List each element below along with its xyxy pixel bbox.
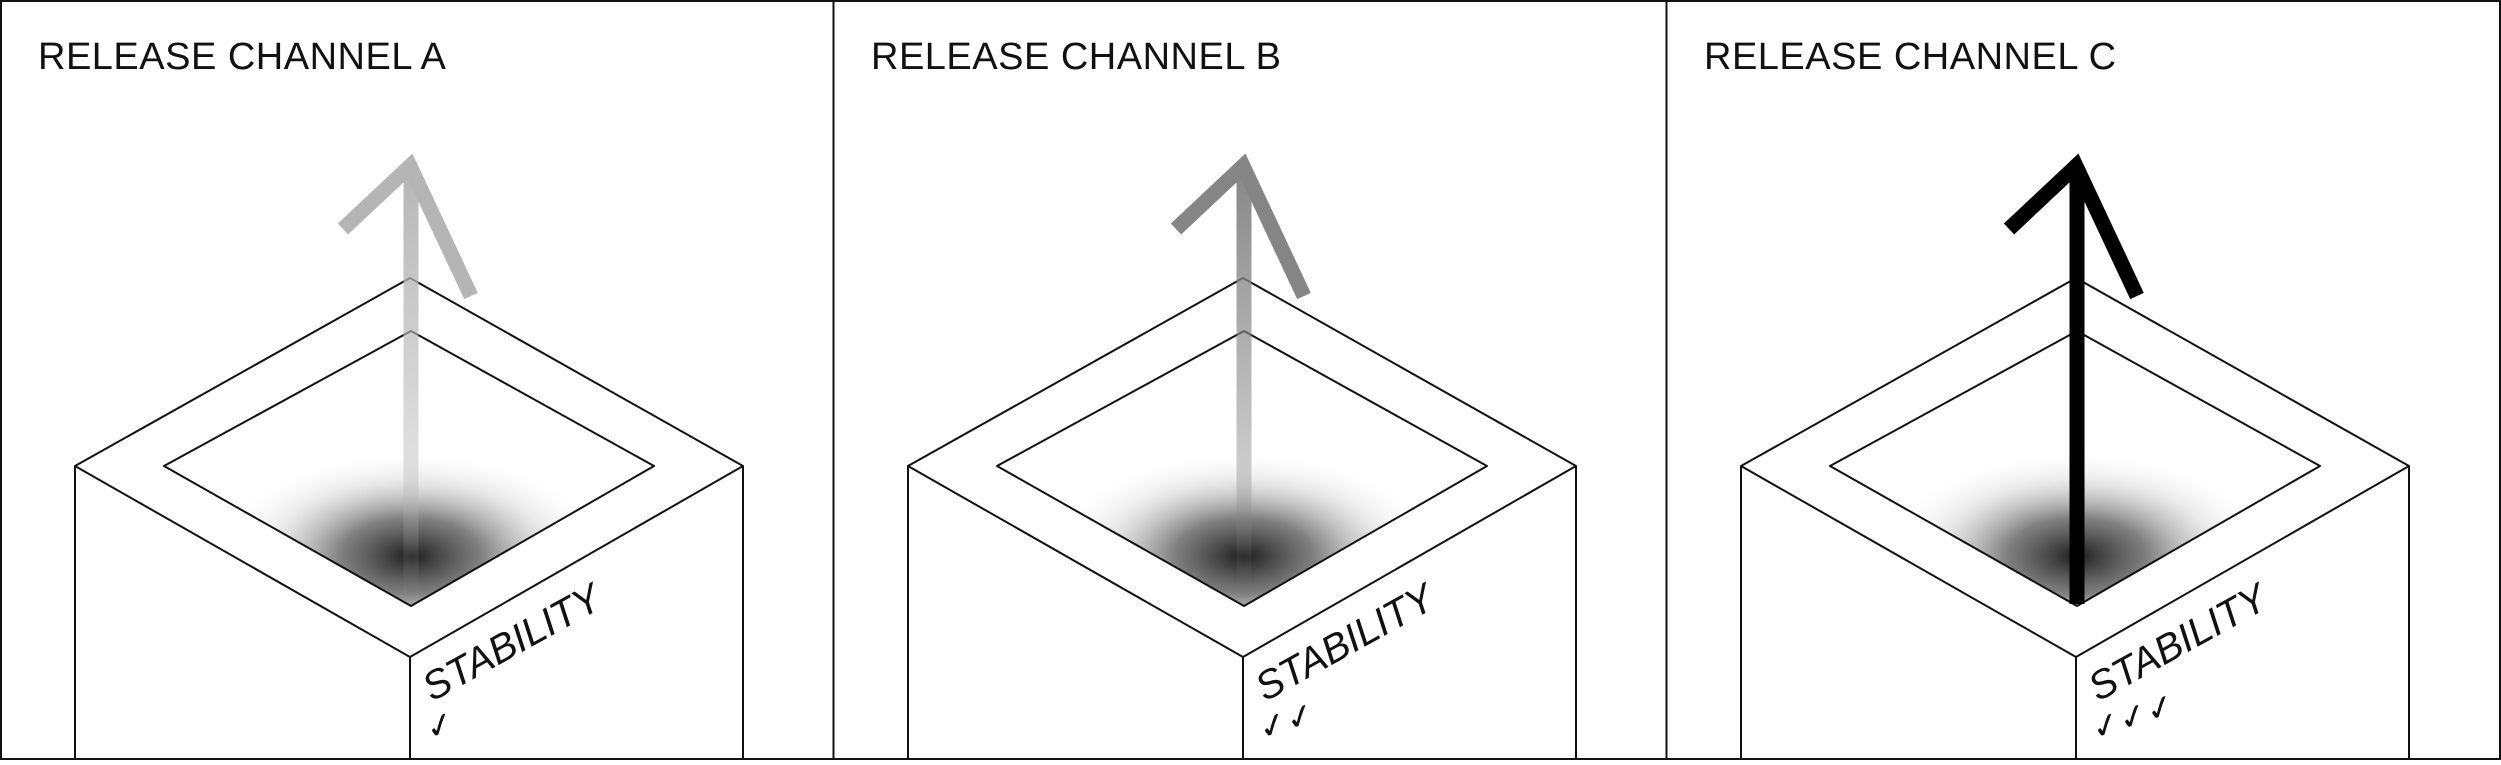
channel-panel-b: STABILITY✓✓ — [907, 153, 1577, 760]
arrow-up-icon — [1170, 153, 1311, 604]
box-hole-outline — [996, 330, 1488, 607]
stability-checks: ✓✓ — [1253, 694, 1320, 750]
arrow-head — [2003, 153, 2144, 300]
arrow-up-icon — [337, 153, 478, 604]
stability-label: STABILITY — [1248, 574, 1445, 710]
stability-label: STABILITY — [415, 574, 612, 710]
arrow-head — [337, 153, 478, 300]
panel-title-c: RELEASE CHANNEL C — [1704, 36, 2117, 78]
channel-panel-a: STABILITY✓ — [74, 153, 744, 760]
box-hole-outline — [163, 330, 655, 607]
stability-checks: ✓ — [420, 703, 459, 750]
arrow-head — [1170, 153, 1311, 300]
box-hole-outline — [1829, 330, 2321, 607]
channel-panel-c: STABILITY✓✓✓ — [1740, 153, 2410, 760]
arrow-up-icon — [2003, 153, 2144, 604]
panel-title-a: RELEASE CHANNEL A — [38, 36, 447, 78]
stability-label: STABILITY — [2081, 574, 2278, 710]
panel-title-b: RELEASE CHANNEL B — [871, 36, 1282, 78]
